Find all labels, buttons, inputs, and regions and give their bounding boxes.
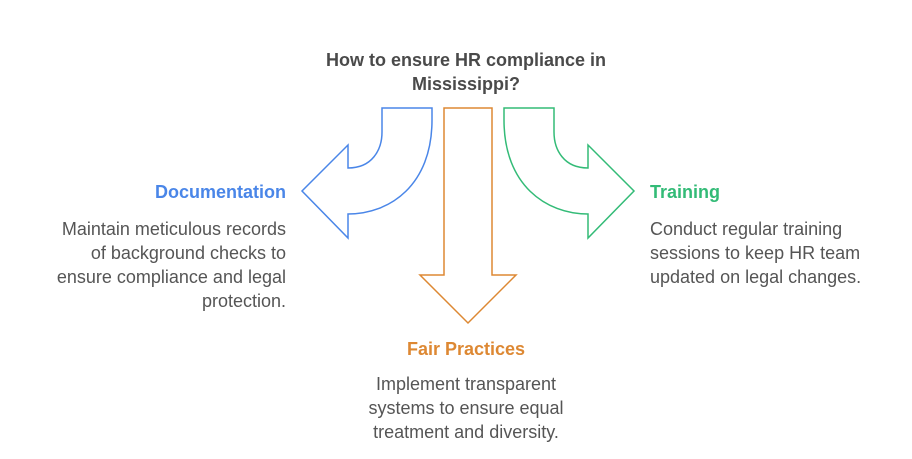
description-line: protection. [201, 291, 286, 311]
description-line: systems to ensure equal [368, 398, 564, 418]
fair-practices-description: Implement transparent systems to ensure … [316, 372, 616, 444]
training-arrow [503, 107, 636, 240]
description-line: Maintain meticulous records [61, 219, 286, 239]
description-line: of background checks to [90, 243, 286, 263]
fair-practices-heading: Fair Practices [406, 339, 526, 359]
fair-practices-arrow [418, 107, 518, 325]
title-line-1: How to ensure HR compliance in [325, 50, 607, 70]
training-description: Conduct regular training sessions to kee… [650, 217, 861, 289]
description-line: treatment and diversity. [373, 422, 559, 442]
documentation-description: Maintain meticulous records of backgroun… [57, 217, 286, 313]
documentation-heading: Documentation [154, 182, 286, 202]
description-line: sessions to keep HR team [650, 243, 861, 263]
description-line: Conduct regular training [650, 219, 843, 239]
documentation-arrow [300, 107, 433, 240]
description-line: Implement transparent [375, 374, 557, 394]
training-heading: Training [650, 182, 721, 202]
description-line: updated on legal changes. [650, 267, 862, 287]
diagram-title: How to ensure HR compliance in Mississip… [266, 48, 666, 96]
title-line-2: Mississippi? [411, 74, 521, 94]
description-line: ensure compliance and legal [56, 267, 286, 287]
